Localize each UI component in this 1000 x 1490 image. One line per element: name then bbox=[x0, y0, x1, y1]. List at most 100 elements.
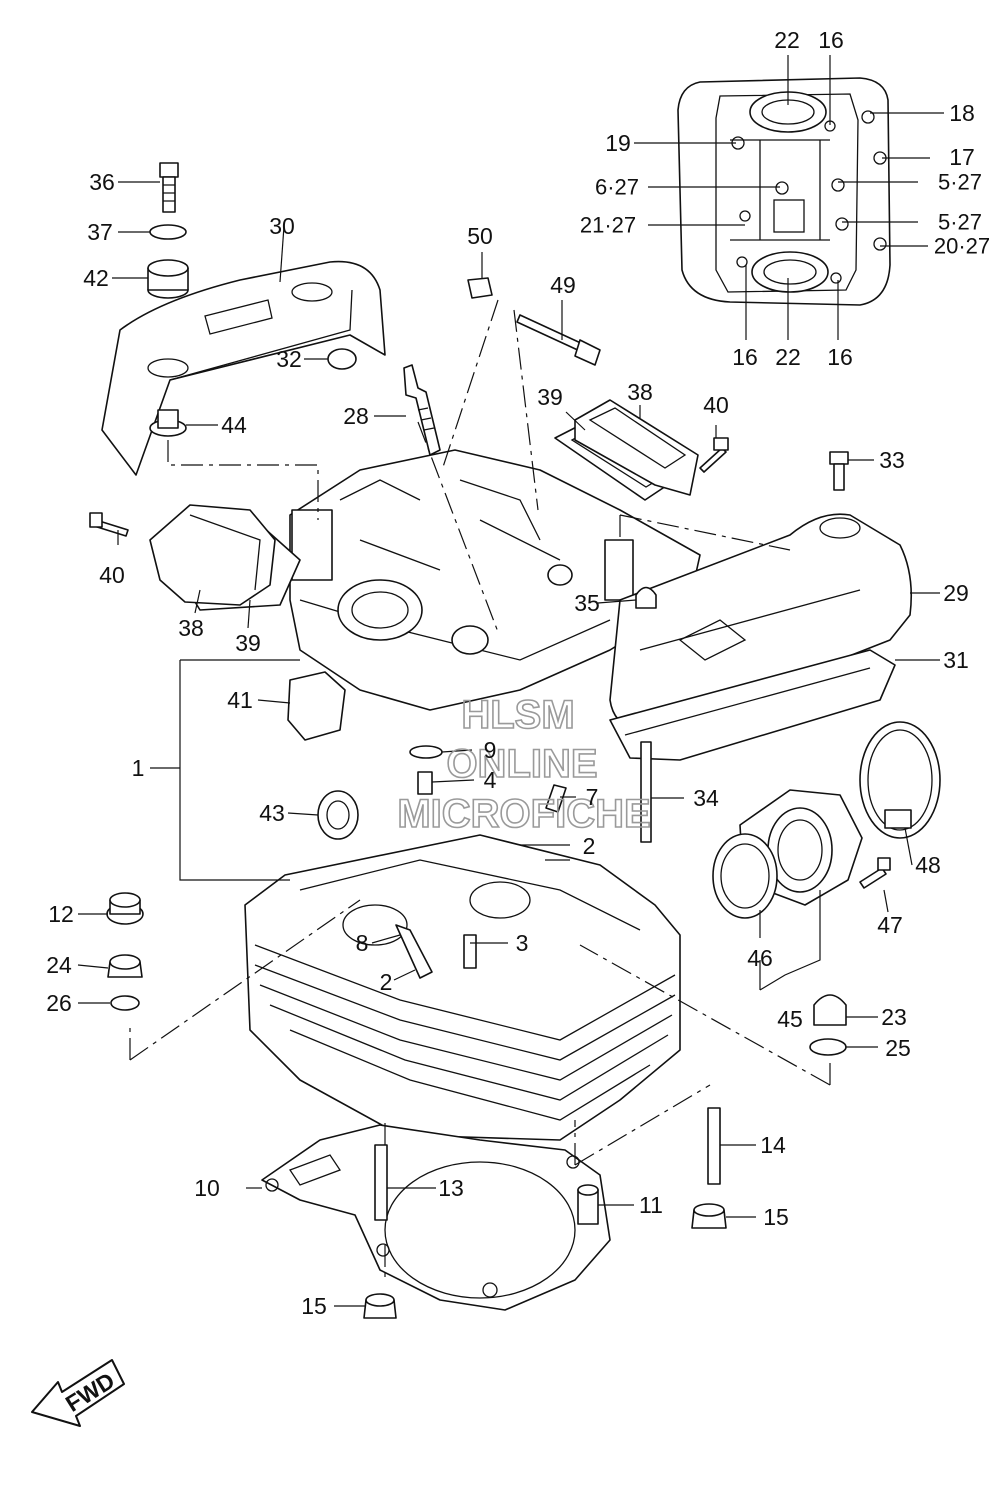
leader-lines bbox=[77, 55, 944, 1307]
label-45: 45 bbox=[777, 1006, 803, 1032]
label-14: 14 bbox=[760, 1132, 786, 1158]
label-31: 31 bbox=[943, 647, 969, 673]
bolt-36 bbox=[159, 162, 179, 213]
label-4: 4 bbox=[484, 767, 497, 793]
label-1: 1 bbox=[132, 755, 145, 781]
label-42: 42 bbox=[83, 265, 109, 291]
cap-nut-35 bbox=[635, 586, 657, 609]
bolt-47 bbox=[859, 857, 891, 889]
label-44: 44 bbox=[221, 412, 247, 438]
label-20-27: 20·27 bbox=[934, 234, 990, 259]
grommet-42 bbox=[147, 259, 189, 299]
label-34: 34 bbox=[693, 785, 719, 811]
label-43: 43 bbox=[259, 800, 285, 826]
label-22: 22 bbox=[774, 27, 800, 53]
cap-nut-23 bbox=[813, 994, 847, 1026]
bolt-49 bbox=[516, 314, 601, 366]
watermark-line3: MICROFICHE bbox=[397, 792, 650, 836]
label-26: 26 bbox=[46, 990, 72, 1016]
cam-housing bbox=[289, 449, 701, 711]
seal-9 bbox=[409, 745, 443, 759]
label-21-27: 21·27 bbox=[580, 213, 636, 238]
label-39: 39 bbox=[537, 384, 563, 410]
label-7: 7 bbox=[586, 784, 599, 810]
washer-26 bbox=[110, 995, 140, 1011]
label-38: 38 bbox=[178, 615, 204, 641]
cap-38-left bbox=[149, 504, 276, 606]
label-3: 3 bbox=[516, 930, 529, 956]
grommet-44 bbox=[149, 409, 187, 437]
label-47: 47 bbox=[877, 912, 903, 938]
label-48: 48 bbox=[915, 852, 941, 878]
label-2: 2 bbox=[380, 969, 393, 995]
bolt-33 bbox=[829, 451, 849, 491]
label-5-27-a: 5·27 bbox=[938, 170, 982, 195]
label-23: 23 bbox=[881, 1004, 907, 1030]
label-50: 50 bbox=[467, 223, 493, 249]
gasket-46 bbox=[712, 833, 778, 919]
label-12: 12 bbox=[48, 901, 74, 927]
label-16: 16 bbox=[732, 344, 758, 370]
cap-32 bbox=[327, 348, 357, 370]
label-36: 36 bbox=[89, 169, 115, 195]
label-6-27: 6·27 bbox=[595, 175, 639, 200]
nut-15-right bbox=[691, 1203, 727, 1229]
label-18: 18 bbox=[949, 100, 975, 126]
spark-plug-28 bbox=[403, 364, 441, 456]
washer-37 bbox=[149, 224, 187, 240]
guide-7 bbox=[545, 784, 567, 813]
label-17: 17 bbox=[949, 144, 975, 170]
cover-30 bbox=[101, 260, 386, 476]
label-9: 9 bbox=[484, 737, 497, 763]
label-37: 37 bbox=[87, 219, 113, 245]
label-16: 16 bbox=[827, 344, 853, 370]
cap-38-right bbox=[574, 399, 699, 496]
seal-43 bbox=[317, 790, 359, 840]
label-15: 15 bbox=[301, 1293, 327, 1319]
cover-29 bbox=[609, 513, 913, 732]
label-28: 28 bbox=[343, 403, 369, 429]
label-33: 33 bbox=[879, 447, 905, 473]
stud-34 bbox=[640, 741, 652, 843]
label-30: 30 bbox=[269, 213, 295, 239]
bolt-40-left bbox=[89, 512, 129, 537]
part-41 bbox=[287, 671, 346, 741]
nut-24 bbox=[107, 954, 143, 978]
gasket-31 bbox=[609, 649, 896, 761]
label-32: 32 bbox=[276, 346, 302, 372]
nut-15-bottom bbox=[363, 1293, 397, 1319]
stud-13 bbox=[374, 1144, 388, 1221]
label-13: 13 bbox=[438, 1175, 464, 1201]
fwd-arrow-icon: FWD bbox=[31, 1359, 125, 1427]
inset-head-top-view bbox=[677, 77, 891, 306]
label-24: 24 bbox=[46, 952, 72, 978]
label-39: 39 bbox=[235, 630, 261, 656]
cylinder-head-body bbox=[244, 834, 681, 1141]
label-29: 29 bbox=[943, 580, 969, 606]
label-25: 25 bbox=[885, 1035, 911, 1061]
label-40: 40 bbox=[99, 562, 125, 588]
watermark-line1: HLSM bbox=[461, 693, 574, 737]
watermark-line2: ONLINE bbox=[446, 742, 597, 786]
label-40: 40 bbox=[703, 392, 729, 418]
label-22: 22 bbox=[775, 344, 801, 370]
stud-14 bbox=[707, 1107, 721, 1185]
label-10: 10 bbox=[194, 1175, 220, 1201]
label-35: 35 bbox=[574, 590, 600, 616]
head-gasket-10 bbox=[261, 1124, 611, 1311]
label-15: 15 bbox=[763, 1204, 789, 1230]
dowel-11 bbox=[577, 1184, 599, 1225]
dowel-12 bbox=[106, 892, 144, 925]
label-41: 41 bbox=[227, 687, 253, 713]
watermark: HLSM ONLINE MICROFICHE bbox=[397, 692, 652, 837]
label-49: 49 bbox=[550, 272, 576, 298]
label-16: 16 bbox=[818, 27, 844, 53]
washer-25 bbox=[809, 1038, 847, 1056]
label-46: 46 bbox=[747, 945, 773, 971]
label-5-27-b: 5·27 bbox=[938, 210, 982, 235]
label-8: 8 bbox=[356, 930, 369, 956]
guide-4 bbox=[417, 771, 433, 795]
label-2: 2 bbox=[583, 833, 596, 859]
